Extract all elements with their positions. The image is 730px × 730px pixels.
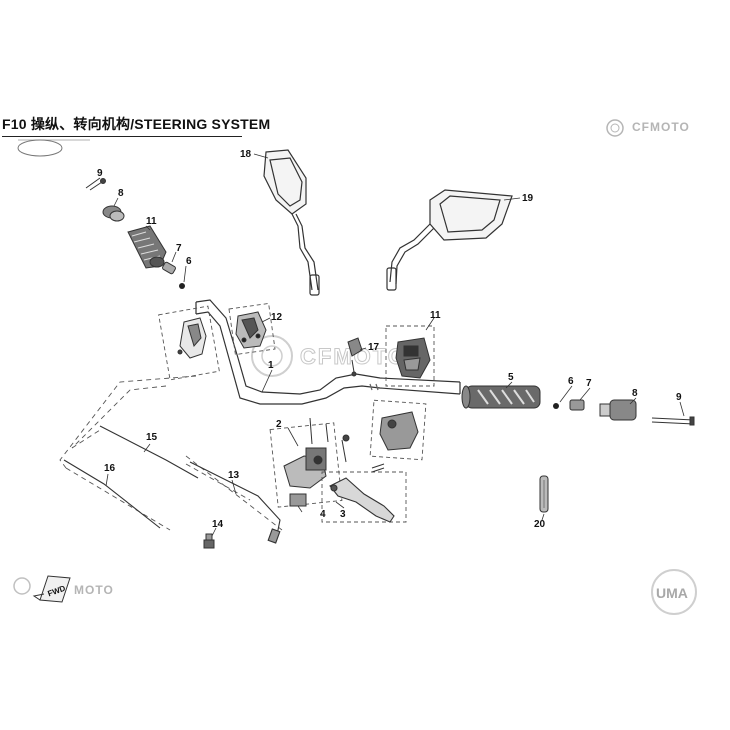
right-switch-lower	[371, 411, 419, 473]
diagram-title: F10 操纵、转向机构/STEERING SYSTEM	[2, 116, 271, 132]
callout-7-right: 7	[586, 378, 592, 389]
left-washer	[179, 283, 185, 289]
fwd-badge: FWD MOTO	[13, 575, 114, 603]
right-switch-lower-box	[369, 399, 427, 461]
uma-label: UMA	[656, 585, 688, 601]
master-cylinder	[283, 417, 350, 507]
callout-17: 18	[240, 149, 252, 160]
switch-clamp	[235, 311, 267, 349]
callout-5: 5	[508, 372, 514, 383]
right-collar	[569, 399, 585, 411]
callout-12: 12	[271, 312, 283, 323]
title-emblem-icon	[17, 139, 63, 157]
brake-lever	[329, 477, 395, 523]
master-cylinder-box	[269, 422, 343, 508]
lever-box	[321, 471, 407, 523]
left-throttle-collar	[162, 261, 176, 275]
right-grip	[461, 385, 541, 409]
left-bar-end-weight	[102, 205, 125, 222]
callout-10: 11	[146, 216, 157, 227]
callout-3: 3	[340, 509, 346, 520]
cable-guides	[59, 375, 283, 531]
brand-logo-top-text: CFMOTO	[632, 120, 690, 134]
callout-8-right: 8	[632, 388, 638, 399]
center-watermark: CFMOTO	[251, 335, 405, 377]
right-switch-clamp-box	[228, 302, 276, 356]
callout-14: 14	[212, 519, 224, 530]
callout-9-left: 9	[97, 168, 103, 179]
cable-clip	[347, 337, 363, 377]
left-mirror	[263, 149, 320, 296]
right-mirror	[386, 189, 513, 291]
callout-13: 13	[228, 470, 240, 481]
brand-logo-bottom: MOTO	[74, 583, 114, 597]
uma-logo: UMA	[651, 569, 697, 615]
callout-18: 19	[522, 193, 534, 204]
diagram-title-box: F10 操纵、转向机构/STEERING SYSTEM	[2, 112, 270, 137]
left-bar-end-bolt	[85, 177, 106, 191]
spacer-tube	[539, 475, 549, 513]
callout-9-right: 9	[676, 392, 682, 403]
brand-ring-icon	[606, 119, 624, 137]
callout-20: 20	[534, 519, 546, 530]
right-switch-upper	[395, 337, 431, 379]
callout-16: 16	[104, 463, 116, 474]
right-washer	[553, 403, 559, 409]
clutch-cable	[63, 459, 161, 529]
callout-6-left: 6	[186, 256, 192, 267]
mount-bolt	[203, 533, 215, 549]
brake-cable	[189, 461, 281, 544]
callout-19: 17	[368, 342, 380, 353]
left-grip	[127, 225, 167, 269]
brand-logo-top: CFMOTO	[632, 120, 690, 134]
left-switch-housing	[177, 317, 207, 359]
callout-6-right: 6	[568, 376, 574, 387]
throttle-cable	[99, 425, 199, 479]
callout-1: 1	[268, 360, 274, 371]
left-switch-group-box	[158, 305, 220, 381]
callout-7-left: 7	[176, 243, 182, 254]
right-bar-end-bolt	[651, 416, 695, 426]
callout-2: 2	[276, 419, 282, 430]
right-bar-end-weight	[599, 399, 637, 421]
callout-15: 15	[146, 432, 158, 443]
callout-11: 11	[430, 310, 441, 321]
callout-4: 4	[320, 509, 326, 520]
callout-8-left: 8	[118, 188, 124, 199]
right-switch-upper-box	[385, 325, 435, 387]
